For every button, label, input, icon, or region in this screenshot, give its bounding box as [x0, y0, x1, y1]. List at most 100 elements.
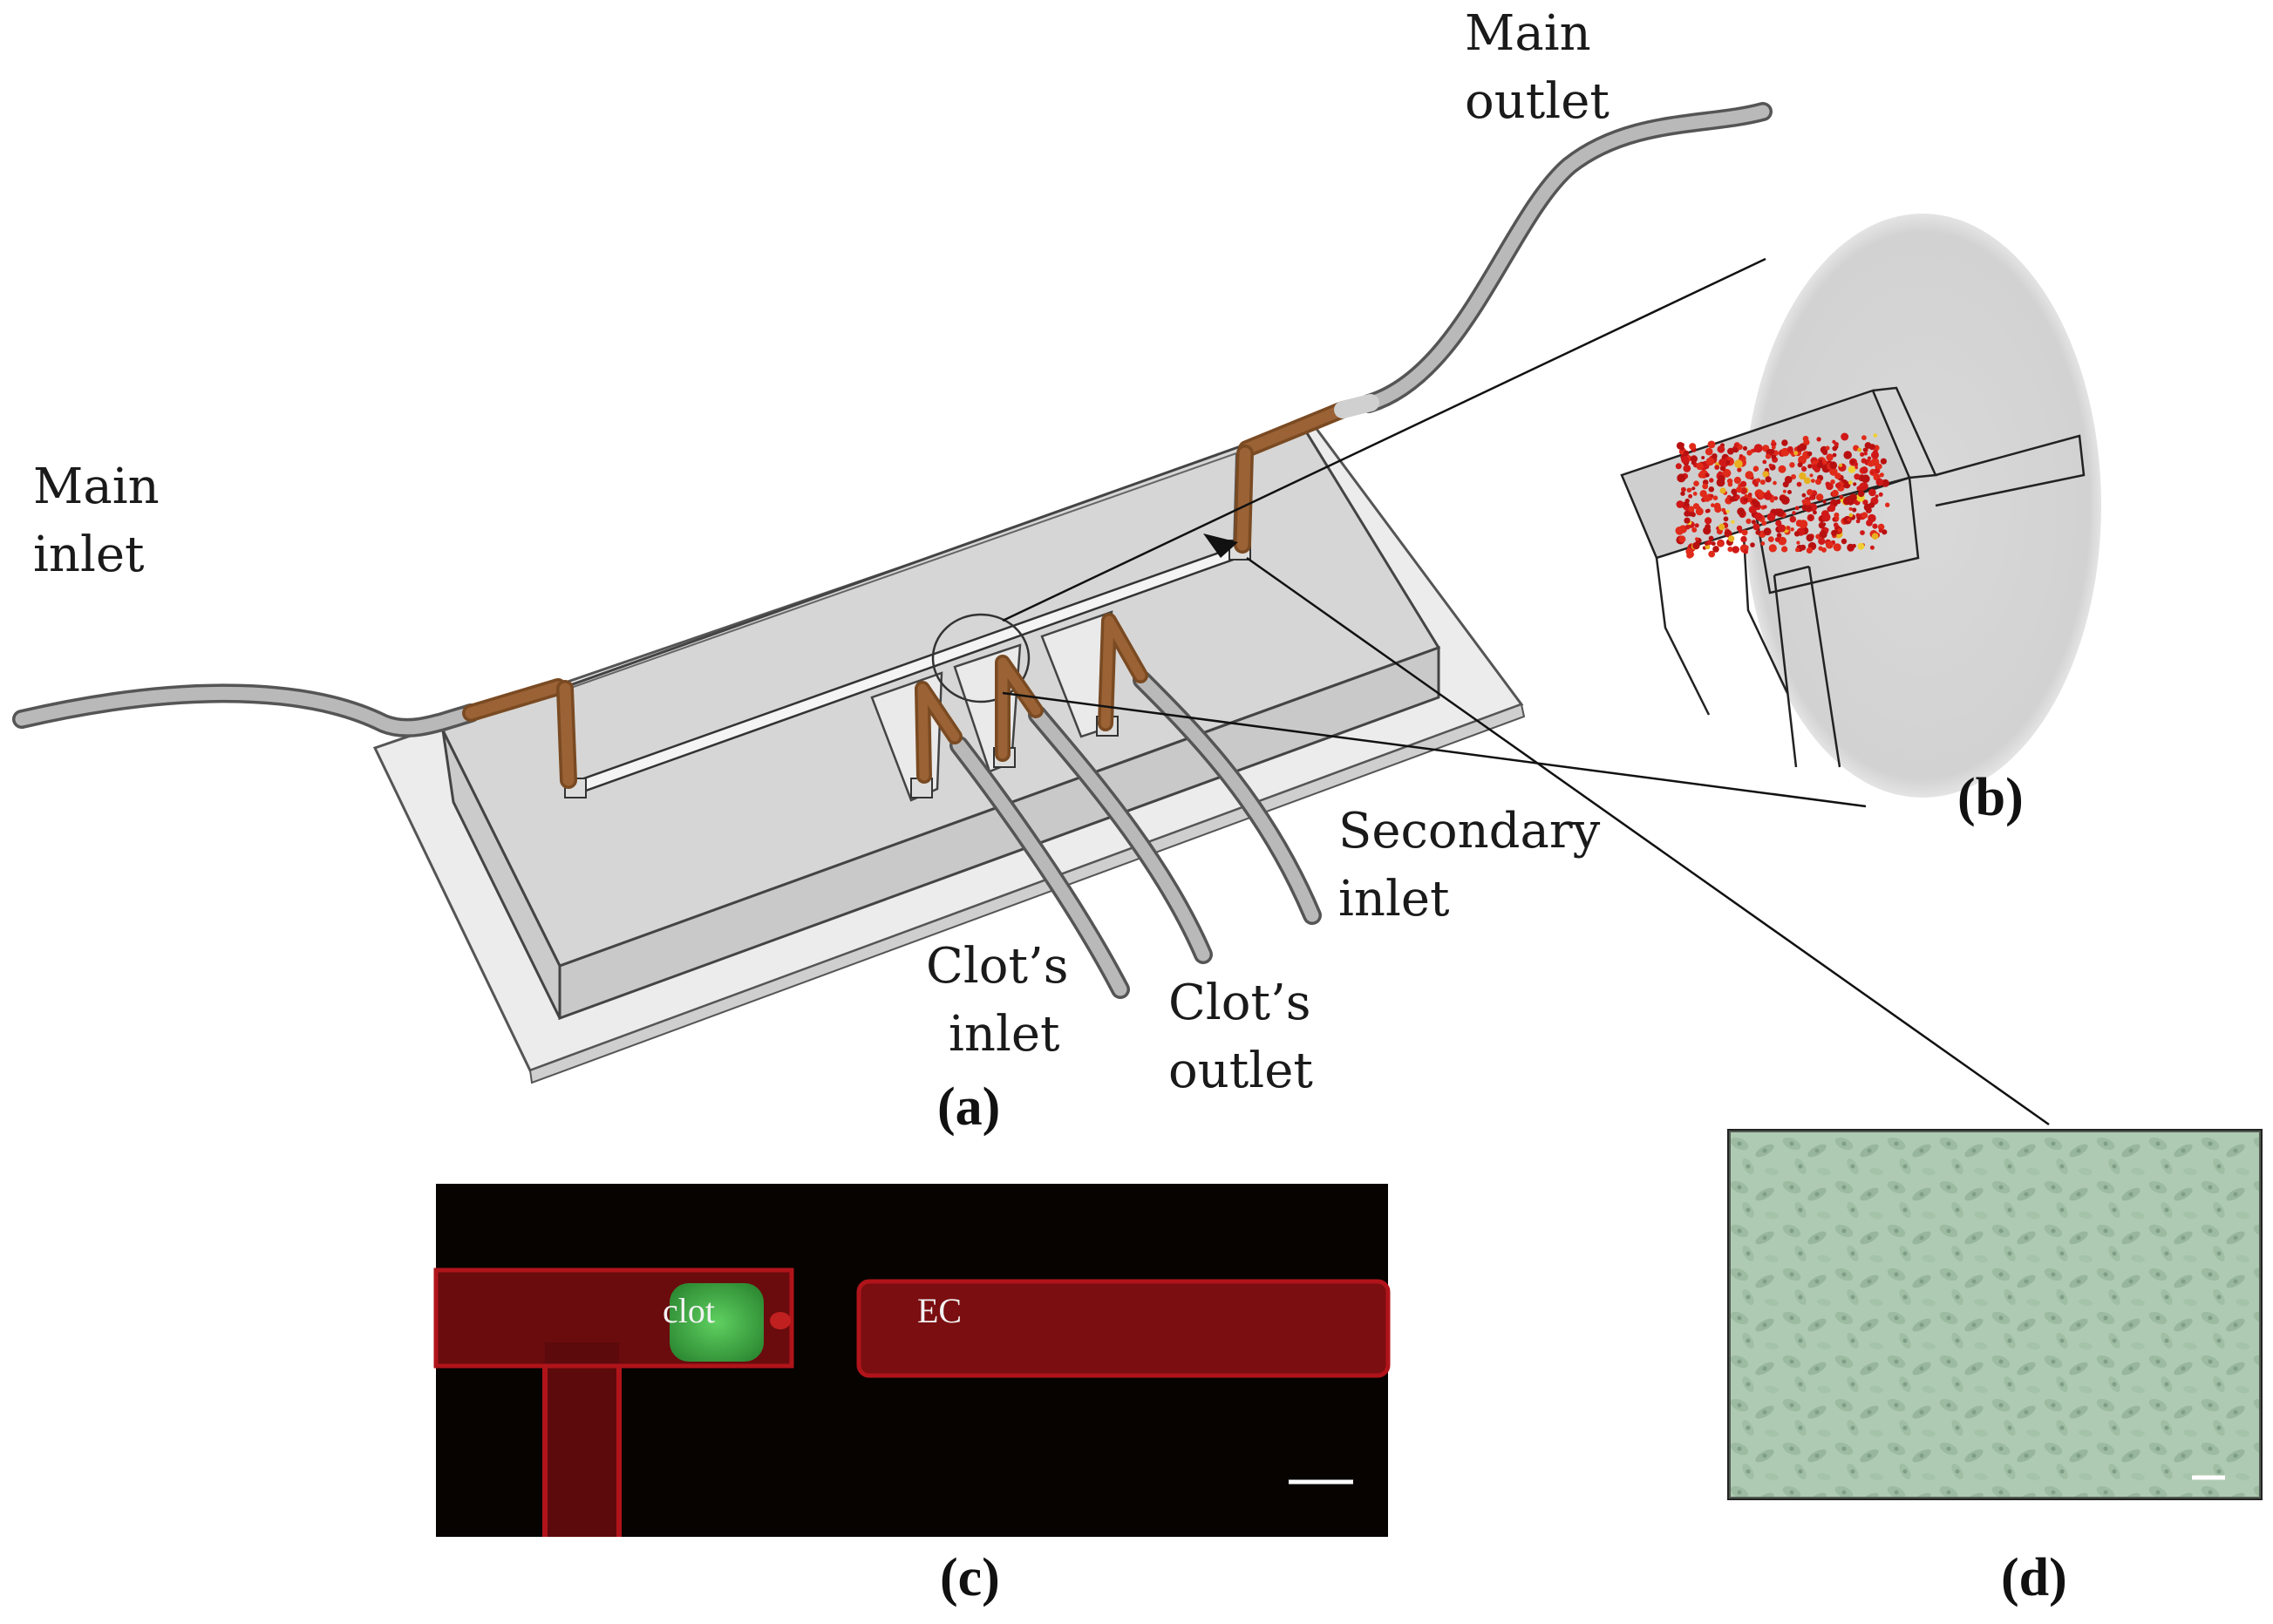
clot-particle	[1781, 546, 1788, 553]
label-main-inlet-line1: Main	[33, 459, 160, 515]
clot-particle	[1850, 459, 1855, 465]
clot-particle	[1688, 493, 1693, 499]
clot-particle	[1705, 544, 1711, 550]
clot-particle	[1737, 444, 1743, 450]
clot-particle	[1822, 450, 1828, 456]
clot-particle	[1755, 529, 1761, 535]
micrograph-d-background	[1727, 1129, 2263, 1500]
clot-particle	[1693, 480, 1699, 486]
label-clots-outlet: Clot’s outlet	[1168, 969, 1313, 1105]
clot-particle	[1818, 521, 1826, 529]
label-main-inlet-line2: inlet	[33, 527, 145, 583]
clot-particle	[1751, 520, 1757, 525]
clot-particle	[1727, 547, 1733, 553]
clot-particle	[1763, 527, 1772, 536]
clot-particle	[1725, 509, 1730, 513]
clot-particle	[1778, 524, 1786, 533]
clot-particle	[1681, 486, 1686, 493]
clot-particle	[1771, 445, 1776, 450]
clot-particle	[1854, 473, 1861, 480]
clot-particle	[1875, 478, 1884, 486]
clot-particle	[1834, 516, 1840, 521]
clot-particle	[1778, 536, 1787, 546]
clot-particle	[1744, 493, 1748, 498]
clot-particle	[1868, 444, 1875, 451]
clot-particle	[1747, 493, 1752, 497]
clot-particle	[1860, 482, 1868, 491]
clot-particle	[1848, 506, 1853, 511]
label-secondary-inlet-line2: inlet	[1338, 871, 1450, 928]
clot-particle	[1790, 527, 1794, 532]
micrograph-c-ec-label: EC	[917, 1291, 963, 1330]
micrograph-d	[1727, 1129, 2263, 1500]
clot-particle	[1871, 533, 1879, 540]
clot-particle	[1686, 487, 1691, 493]
clot-particle	[1712, 546, 1719, 553]
clot-particle	[1789, 515, 1797, 523]
clot-particle	[1733, 476, 1741, 485]
clot-particle	[1695, 507, 1704, 516]
clot-particle	[1719, 487, 1726, 494]
clot-particle	[1778, 465, 1786, 473]
clot-particle	[1822, 499, 1827, 504]
clot-particle	[1804, 477, 1811, 485]
clot-particle	[1705, 447, 1713, 456]
clot-particle	[1863, 503, 1872, 512]
clot-particle	[1858, 493, 1862, 497]
clot-particle	[1782, 481, 1789, 488]
clot-particle	[1730, 496, 1736, 502]
clot-particle	[1718, 523, 1725, 531]
clot-particle	[1794, 506, 1800, 511]
clot-particle	[1879, 472, 1884, 478]
clot-particle	[1684, 517, 1691, 524]
label-main-inlet: Main inlet	[33, 453, 160, 589]
panel-label-b: (b)	[1957, 768, 2024, 827]
clot-particle	[1796, 481, 1802, 487]
clot-particle	[1752, 500, 1760, 508]
clot-particle	[1882, 529, 1888, 535]
clot-particle	[1712, 453, 1718, 459]
label-main-outlet-line1: Main	[1465, 5, 1591, 62]
clot-particle	[1791, 474, 1796, 479]
micrograph-c	[433, 1184, 1391, 1537]
clot-particle	[1868, 488, 1876, 497]
clot-particle	[1740, 480, 1747, 487]
clot-particle	[1782, 489, 1786, 493]
clot-particle	[1841, 538, 1848, 545]
clot-particle	[1695, 537, 1699, 541]
clot-particle	[1848, 480, 1853, 485]
clot-particle	[1852, 507, 1857, 513]
zoom-region-marker	[931, 613, 1031, 703]
panel-label-d: (d)	[2001, 1548, 2067, 1607]
clot-particle	[1830, 479, 1835, 485]
clot-particle	[1832, 439, 1836, 444]
clot-particle	[1768, 544, 1777, 553]
clot-particle	[1691, 486, 1696, 491]
clot-particle	[1708, 535, 1714, 541]
clot-particle	[1839, 463, 1842, 467]
clot-particle	[1801, 493, 1807, 498]
clot-particle	[1691, 512, 1696, 518]
clot-particle	[1781, 439, 1788, 446]
clot-particle	[1705, 457, 1715, 466]
clot-particle	[1746, 450, 1752, 456]
clot-particle	[1871, 451, 1879, 459]
clot-particle	[1737, 507, 1746, 516]
clot-particle	[1774, 537, 1780, 542]
clot-particle	[1718, 475, 1725, 482]
label-main-outlet: Main outlet	[1465, 0, 1609, 136]
clot-particle	[1731, 520, 1735, 524]
clot-particle	[1809, 473, 1814, 478]
clot-particle	[1698, 472, 1705, 479]
pdms-block-left-wall	[441, 730, 561, 1019]
clot-particle	[1770, 498, 1774, 503]
clot-particle	[1713, 502, 1721, 510]
clot-particle	[1780, 496, 1790, 505]
clot-particle	[1860, 452, 1865, 457]
clot-particle	[1847, 543, 1854, 551]
clot-particle	[1836, 499, 1841, 505]
clot-particle	[1863, 451, 1868, 456]
clot-particle	[1736, 525, 1743, 532]
label-clots-inlet: Clot’s inlet	[926, 933, 1069, 1069]
clot-particle	[1800, 544, 1807, 551]
